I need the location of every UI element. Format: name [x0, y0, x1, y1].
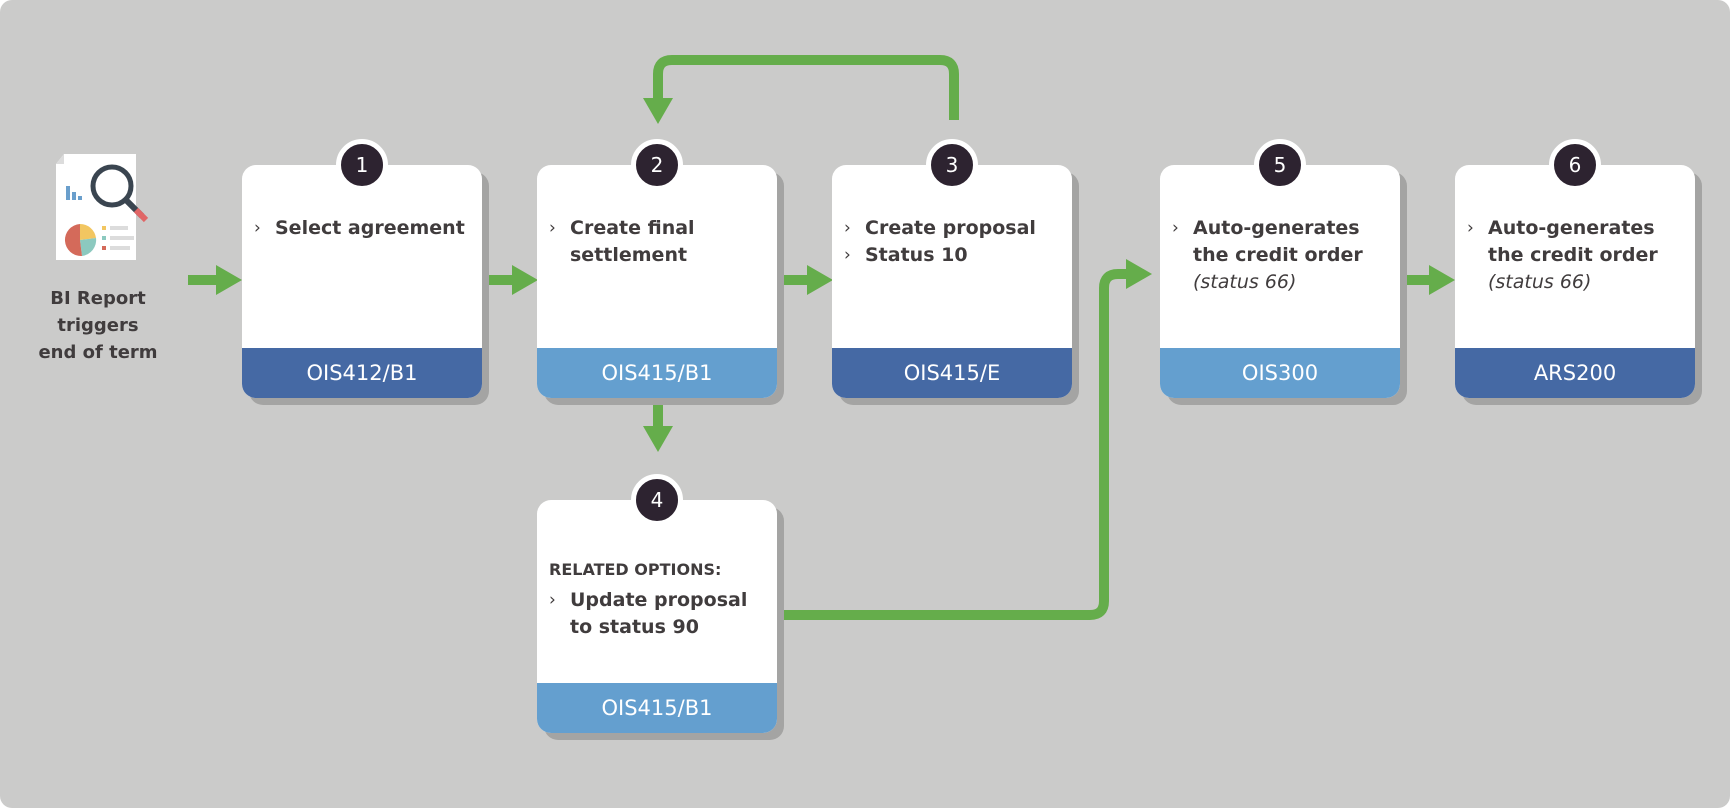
step-card-6: 6 › Auto-generates the credit order (stat…: [1455, 139, 1695, 398]
chevron-right-icon: ›: [844, 245, 851, 265]
step-card-body: › Select agreement: [242, 165, 482, 242]
step-item: › Create proposal: [844, 215, 1060, 242]
step-card-body: › Auto-generates the credit order (status…: [1160, 165, 1400, 296]
step-number-badge: 6: [1549, 139, 1601, 191]
step-code-footer: OIS415/B1: [537, 683, 777, 733]
step-item-text: Create proposal: [865, 217, 1036, 239]
path-step-4-to-step-5: [778, 269, 1128, 620]
step-item-text: Auto-generates the credit order: [1488, 217, 1658, 266]
step-item-text: Status 10: [865, 244, 968, 266]
step-card-1: 1 › Select agreement OIS412/B1: [242, 139, 482, 398]
chevron-right-icon: ›: [254, 218, 261, 238]
arrowhead-step-4: [643, 426, 673, 452]
arrowhead-step-3: [807, 265, 833, 295]
trigger-label-line: end of term: [38, 342, 158, 363]
step-item: › Select agreement: [254, 215, 470, 242]
step-card-4: 4 RELATED OPTIONS: › Update proposal to s…: [537, 474, 777, 733]
step-number-badge: 2: [631, 139, 683, 191]
arrowhead-step-2: [512, 265, 538, 295]
chevron-right-icon: ›: [549, 590, 556, 610]
chevron-right-icon: ›: [1467, 218, 1474, 238]
trigger-label: BI Report triggers end of term: [30, 285, 166, 366]
chevron-right-icon: ›: [1172, 218, 1179, 238]
step-item-text: Update proposal to status 90: [570, 589, 748, 638]
step-card-body: › Create proposal › Status 10: [832, 165, 1072, 269]
step-item: › Update proposal to status 90: [549, 587, 765, 641]
chevron-right-icon: ›: [844, 218, 851, 238]
loop-step-3-to-step-2: [653, 55, 959, 120]
step-card-body: › Auto-generates the credit order (status…: [1455, 165, 1695, 296]
step-code-footer: OIS300: [1160, 348, 1400, 398]
step-card-body: RELATED OPTIONS: › Update proposal to sta…: [537, 500, 777, 641]
arrowhead-step-5: [1126, 259, 1152, 289]
related-options-heading: RELATED OPTIONS:: [549, 560, 722, 579]
step-item: › Auto-generates the credit order: [1172, 215, 1388, 269]
step-item-text: Select agreement: [275, 217, 465, 239]
arrowhead-step-1: [216, 265, 242, 295]
step-card-body: › Create final settlement: [537, 165, 777, 269]
step-code-footer: ARS200: [1455, 348, 1695, 398]
step-status-note: (status 66): [1193, 271, 1297, 293]
step-code-footer: OIS415/B1: [537, 348, 777, 398]
arrowhead-loop-step-2: [643, 98, 673, 124]
step-card-5: 5 › Auto-generates the credit order (stat…: [1160, 139, 1400, 398]
step-item: › Auto-generates the credit order: [1467, 215, 1683, 269]
step-number-badge: 4: [631, 474, 683, 526]
step-number-badge: 3: [926, 139, 978, 191]
step-number-badge: 5: [1254, 139, 1306, 191]
chevron-right-icon: ›: [549, 218, 556, 238]
step-number-badge: 1: [336, 139, 388, 191]
step-card-2: 2 › Create final settlement OIS415/B1: [537, 139, 777, 398]
report-magnifier-icon: [56, 154, 149, 260]
trigger-label-line: BI Report: [50, 288, 146, 309]
step-code-footer: OIS412/B1: [242, 348, 482, 398]
step-status-note: (status 66): [1488, 271, 1592, 293]
step-item-text: Auto-generates the credit order: [1193, 217, 1363, 266]
step-item-text: Create final settlement: [570, 217, 695, 266]
step-card-3: 3 › Create proposal › Status 10 OIS415/E: [832, 139, 1072, 398]
step-code-footer: OIS415/E: [832, 348, 1072, 398]
arrowhead-step-6: [1429, 265, 1455, 295]
step-item: › Status 10: [844, 242, 1060, 269]
step-item: › Create final settlement: [549, 215, 765, 269]
trigger-label-line: triggers: [57, 315, 139, 336]
